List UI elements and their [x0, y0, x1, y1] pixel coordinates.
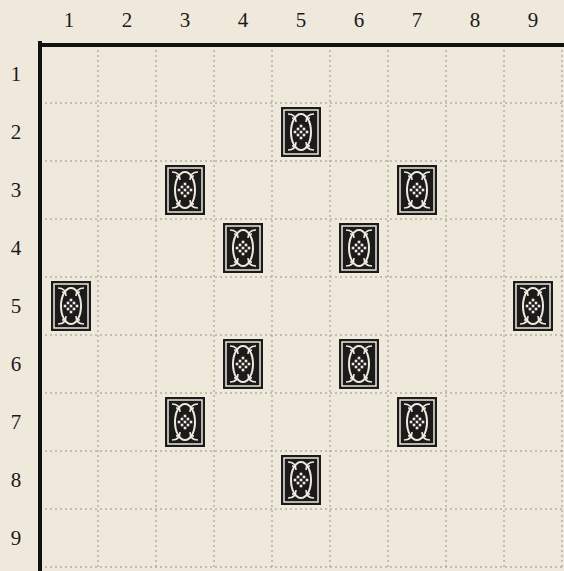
grid-line	[40, 393, 564, 394]
ornament-tile	[165, 165, 205, 215]
grid-line	[40, 103, 564, 104]
row-number: 7	[11, 412, 22, 433]
board-border	[38, 43, 564, 47]
ornament-tile	[165, 397, 205, 447]
column-number: 1	[64, 10, 75, 31]
column-number: 6	[354, 10, 365, 31]
board-border	[38, 41, 42, 571]
column-number: 2	[122, 10, 133, 31]
row-number: 4	[11, 238, 22, 259]
column-number: 5	[296, 10, 307, 31]
ornament-tile	[51, 281, 91, 331]
grid-lines	[40, 45, 564, 567]
column-number: 4	[238, 10, 249, 31]
row-number: 2	[11, 122, 22, 143]
grid-line	[272, 45, 273, 567]
row-number: 8	[11, 470, 22, 491]
column-number: 3	[180, 10, 191, 31]
ornament-tile	[339, 223, 379, 273]
grid-line	[40, 335, 564, 336]
grid-line	[40, 277, 564, 278]
ornament-tile	[513, 281, 553, 331]
ornament-tile	[281, 455, 321, 505]
grid-line	[40, 451, 564, 452]
grid-line	[98, 45, 99, 567]
row-number: 9	[11, 528, 22, 549]
row-number: 3	[11, 180, 22, 201]
ornament-tile	[339, 339, 379, 389]
grid-line	[156, 45, 157, 567]
grid-line	[562, 45, 563, 567]
grid-line	[40, 509, 564, 510]
grid-line	[40, 567, 564, 568]
row-number: 6	[11, 354, 22, 375]
ornament-tile	[223, 339, 263, 389]
grid-line	[504, 45, 505, 567]
grid-line	[40, 161, 564, 162]
grid-line	[388, 45, 389, 567]
column-number: 7	[412, 10, 423, 31]
ornament-tile	[397, 165, 437, 215]
grid-line	[330, 45, 331, 567]
column-number: 9	[528, 10, 539, 31]
row-number: 5	[11, 296, 22, 317]
grid-line	[446, 45, 447, 567]
row-number: 1	[11, 64, 22, 85]
ornament-tile	[281, 107, 321, 157]
column-number: 8	[470, 10, 481, 31]
ornament-tile	[397, 397, 437, 447]
ornament-tile	[223, 223, 263, 273]
grid-line	[214, 45, 215, 567]
grid-line	[40, 219, 564, 220]
